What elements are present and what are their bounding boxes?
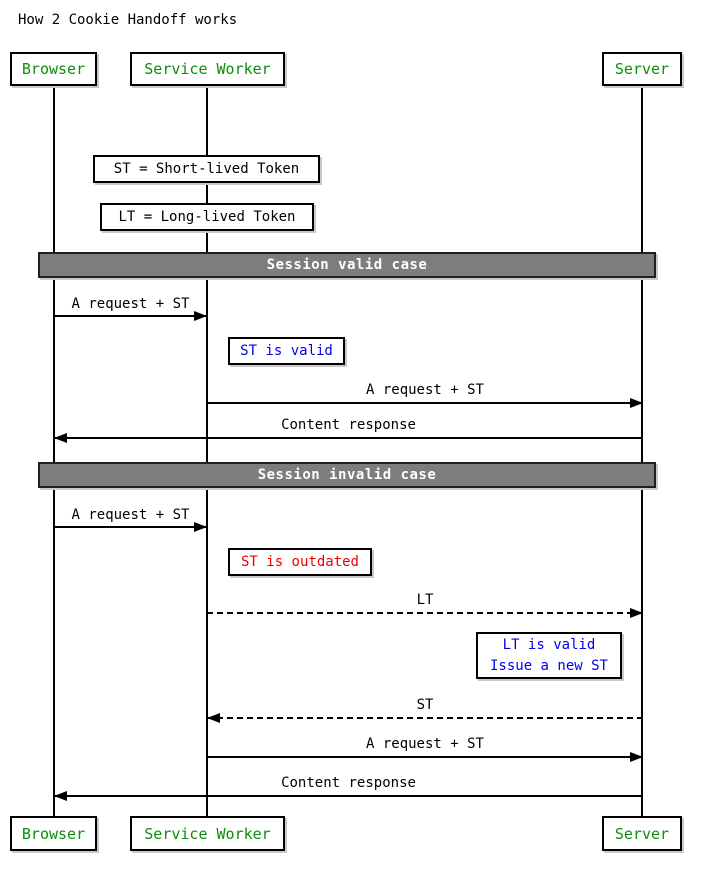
arrowhead-right-icon <box>194 522 207 532</box>
actor-service-worker-top: Service Worker <box>130 52 285 86</box>
state-note-lt-valid-line1: LT is valid <box>502 636 596 653</box>
message-line-m4 <box>54 526 207 528</box>
message-label-m2: A request + ST <box>365 382 484 398</box>
state-note-st-outdated: ST is outdated <box>228 548 372 576</box>
message-line-m5 <box>207 612 643 614</box>
lifeline-server <box>641 86 643 816</box>
actor-browser-bottom: Browser <box>10 816 97 851</box>
diagram-title: How 2 Cookie Handoff works <box>18 12 238 28</box>
message-line-m7 <box>207 756 643 758</box>
lifeline-browser <box>53 86 55 816</box>
message-label-m8: Content response <box>281 775 416 791</box>
arrowhead-right-icon <box>194 311 207 321</box>
message-label-m5: LT <box>416 592 434 608</box>
arrowhead-right-icon <box>630 608 643 618</box>
message-label-m3: Content response <box>281 417 416 433</box>
message-line-m6 <box>207 717 643 719</box>
message-line-m3 <box>54 437 643 439</box>
message-line-m8 <box>54 795 643 797</box>
actor-server-bottom: Server <box>602 816 682 851</box>
message-line-m2 <box>207 402 643 404</box>
message-label-m6: ST <box>416 697 434 713</box>
state-note-lt-valid-line2: Issue a new ST <box>489 657 608 674</box>
actor-server-top: Server <box>602 52 682 86</box>
message-label-m4: A request + ST <box>71 507 190 523</box>
legend-note-short-lived-token: ST = Short-lived Token <box>93 155 320 183</box>
state-note-lt-valid: LT is valid Issue a new ST <box>476 632 622 679</box>
arrowhead-left-icon <box>54 791 67 801</box>
message-label-m1: A request + ST <box>71 296 190 312</box>
legend-note-long-lived-token: LT = Long-lived Token <box>100 203 314 231</box>
actor-browser-top: Browser <box>10 52 97 86</box>
section-band-session-valid: Session valid case <box>38 252 656 278</box>
message-label-m7: A request + ST <box>365 736 484 752</box>
message-line-m1 <box>54 315 207 317</box>
state-note-st-valid: ST is valid <box>228 337 345 365</box>
actor-service-worker-bottom: Service Worker <box>130 816 285 851</box>
arrowhead-left-icon <box>54 433 67 443</box>
lifeline-service-worker <box>206 86 208 816</box>
section-band-session-invalid: Session invalid case <box>38 462 656 488</box>
arrowhead-right-icon <box>630 398 643 408</box>
arrowhead-right-icon <box>630 752 643 762</box>
arrowhead-left-icon <box>207 713 220 723</box>
